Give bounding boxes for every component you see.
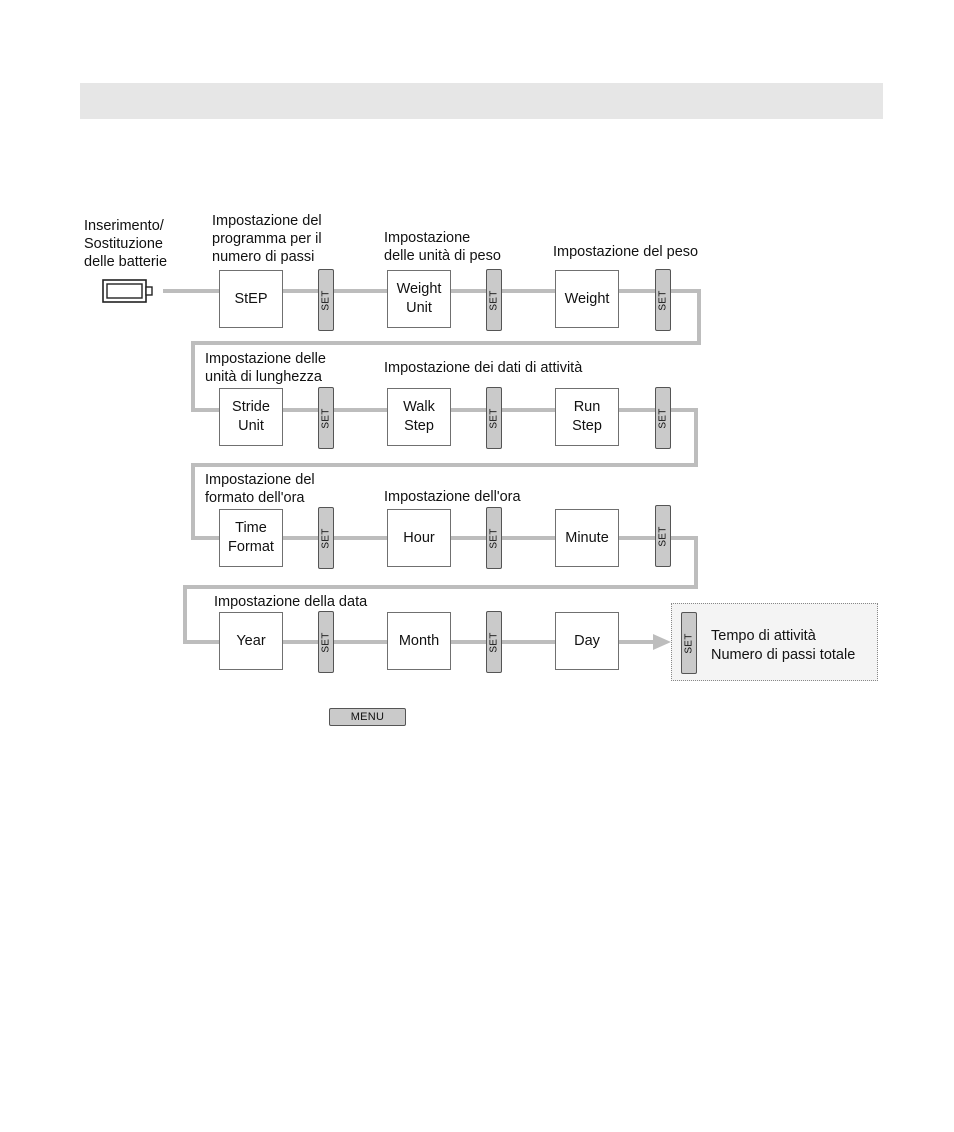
box-time-format: Time Format: [219, 509, 283, 567]
battery-label: Inserimento/ Sostituzione delle batterie: [84, 218, 168, 270]
box-day: Day: [555, 612, 619, 670]
set-button[interactable]: SET: [486, 269, 502, 331]
box-step: StEP: [219, 270, 283, 328]
set-button[interactable]: SET: [486, 611, 502, 673]
result-panel: SET Tempo di attività Numero di passi to…: [671, 603, 878, 681]
set-button[interactable]: SET: [655, 269, 671, 331]
flow-arrowhead: [653, 634, 671, 650]
set-button[interactable]: SET: [486, 507, 502, 569]
set-button[interactable]: SET: [318, 269, 334, 331]
menu-button[interactable]: MENU: [329, 708, 406, 726]
set-button[interactable]: SET: [655, 505, 671, 567]
box-minute: Minute: [555, 509, 619, 567]
label-activity-data: Impostazione dei dati di attività: [384, 360, 583, 376]
box-year: Year: [219, 612, 283, 670]
label-time-format: Impostazione del formato dell'ora: [205, 472, 315, 506]
set-button[interactable]: SET: [681, 612, 697, 674]
set-button[interactable]: SET: [655, 387, 671, 449]
label-date: Impostazione della data: [214, 594, 368, 610]
label-step-program: Impostazione del programma per il numero…: [212, 213, 322, 265]
header-bar: [80, 83, 883, 119]
label-weight-unit: Impostazione delle unità di peso: [384, 230, 501, 264]
set-button[interactable]: SET: [318, 611, 334, 673]
box-stride-unit: Stride Unit: [219, 388, 283, 446]
label-hour: Impostazione dell'ora: [384, 489, 521, 505]
box-weight: Weight: [555, 270, 619, 328]
box-month: Month: [387, 612, 451, 670]
label-weight: Impostazione del peso: [553, 244, 699, 260]
set-button[interactable]: SET: [318, 507, 334, 569]
box-weight-unit: Weight Unit: [387, 270, 451, 328]
set-button[interactable]: SET: [486, 387, 502, 449]
battery-icon: [102, 279, 153, 303]
box-run-step: Run Step: [555, 388, 619, 446]
set-button[interactable]: SET: [318, 387, 334, 449]
box-hour: Hour: [387, 509, 451, 567]
label-stride-unit: Impostazione delle unità di lunghezza: [205, 351, 326, 385]
result-text: Tempo di attività Numero di passi totale: [711, 628, 856, 663]
box-walk-step: Walk Step: [387, 388, 451, 446]
